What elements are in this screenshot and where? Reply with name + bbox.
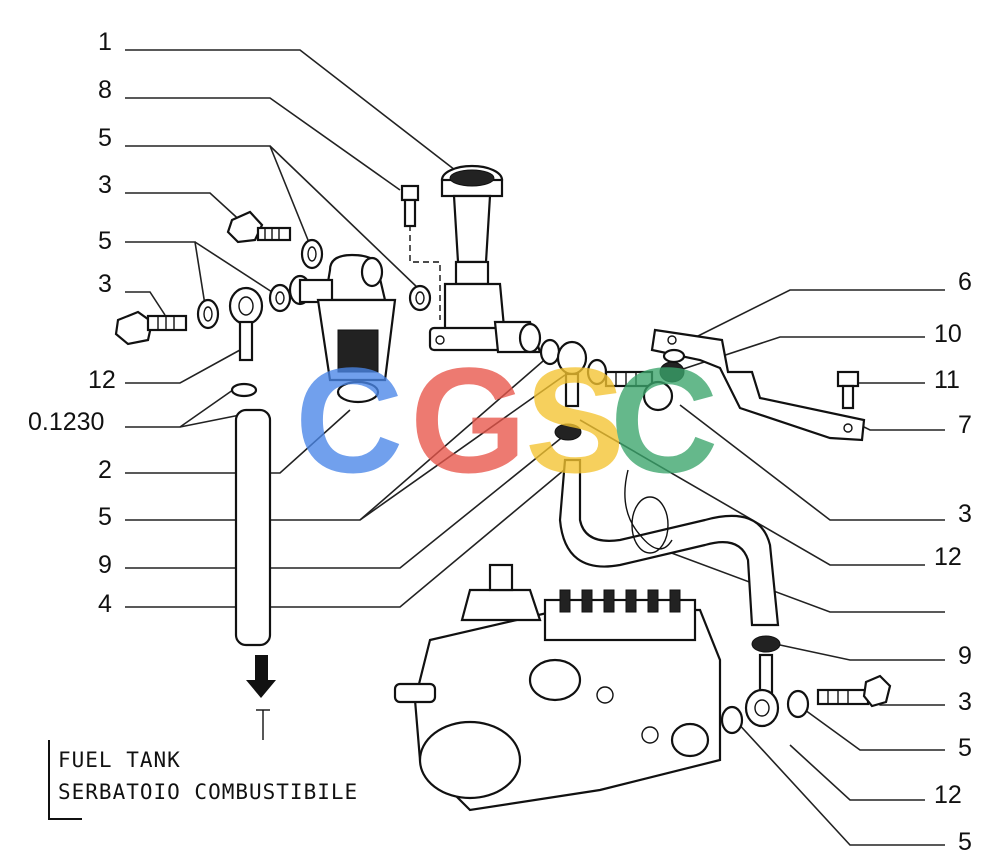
callout-right-7: 9 (958, 642, 972, 670)
callout-right-4: 7 (958, 411, 972, 439)
fuel-tank-label: FUEL TANK SERBATOIO COMBUSTIBILE (48, 740, 410, 820)
return-pipe (558, 458, 780, 627)
callout-left-12: 4 (98, 590, 112, 618)
washer-left (196, 298, 220, 330)
fuel-hose-left (234, 408, 276, 740)
hose-clamp-left (230, 382, 258, 398)
watermark-letter-s: S (525, 336, 625, 504)
bolt-11 (836, 370, 860, 410)
injection-pump (393, 563, 722, 812)
callout-left-11: 9 (98, 551, 112, 579)
banjo-fitting-center (556, 340, 588, 408)
left-callouts: 1 8 5 3 5 3 12 0.1230 2 5 9 4 (28, 28, 116, 618)
fuel-tank-bracket (50, 818, 82, 820)
washer-lower-2 (786, 689, 810, 719)
washer-upper (300, 238, 324, 270)
banjo-fitting-lower (744, 653, 780, 728)
callout-left-1: 1 (98, 28, 112, 56)
fuel-tank-label-it: SERBATOIO COMBUSTIBILE (58, 780, 359, 804)
callout-right-9: 5 (958, 734, 972, 762)
callout-right-3: 11 (934, 366, 960, 394)
banjo-bolt-lower-right (816, 674, 892, 708)
banjo-bolt-upper (226, 210, 292, 244)
callout-right-11: 5 (958, 828, 972, 856)
right-callouts: 6 10 11 7 3 12 9 3 5 12 5 (934, 268, 972, 856)
banjo-bolt-lower (114, 310, 188, 346)
support-bracket (650, 328, 866, 442)
watermark-letter-g: G (410, 336, 527, 504)
washer-6 (662, 348, 686, 364)
callout-left-10: 5 (98, 503, 112, 531)
callout-left-6: 3 (98, 270, 112, 298)
callout-left-3: 5 (98, 124, 112, 152)
callout-right-5: 3 (958, 500, 972, 528)
callout-right-2: 10 (934, 320, 962, 348)
fuel-filter (288, 253, 397, 404)
hose-clamp-lower (751, 635, 781, 653)
priming-pump (409, 164, 542, 354)
callout-right-10: 12 (934, 781, 962, 809)
washer-lower-1 (720, 705, 744, 735)
leader-lines (125, 49, 945, 846)
callout-left-9: 2 (98, 456, 112, 484)
bolt-8 (400, 184, 420, 228)
washer-left-2 (268, 283, 292, 313)
watermark-letter-c1: C (295, 336, 403, 504)
callout-left-2: 8 (98, 76, 112, 104)
callout-left-8: 0.1230 (28, 408, 104, 436)
hose-clamp-center (554, 423, 582, 441)
cgsc-watermark: C G S C (295, 336, 718, 504)
fuel-tank-label-en: FUEL TANK (58, 748, 181, 772)
washer-mid (408, 284, 432, 312)
banjo-bolt-center (604, 370, 674, 412)
callout-left-5: 5 (98, 227, 112, 255)
callout-right-6: 12 (934, 543, 962, 571)
callout-left-7: 12 (88, 366, 116, 394)
callout-right-1: 6 (958, 268, 972, 296)
banjo-fitting-left (228, 286, 264, 362)
watermark-letter-c2: C (610, 336, 718, 504)
callout-right-8: 3 (958, 688, 972, 716)
callout-left-4: 3 (98, 171, 112, 199)
